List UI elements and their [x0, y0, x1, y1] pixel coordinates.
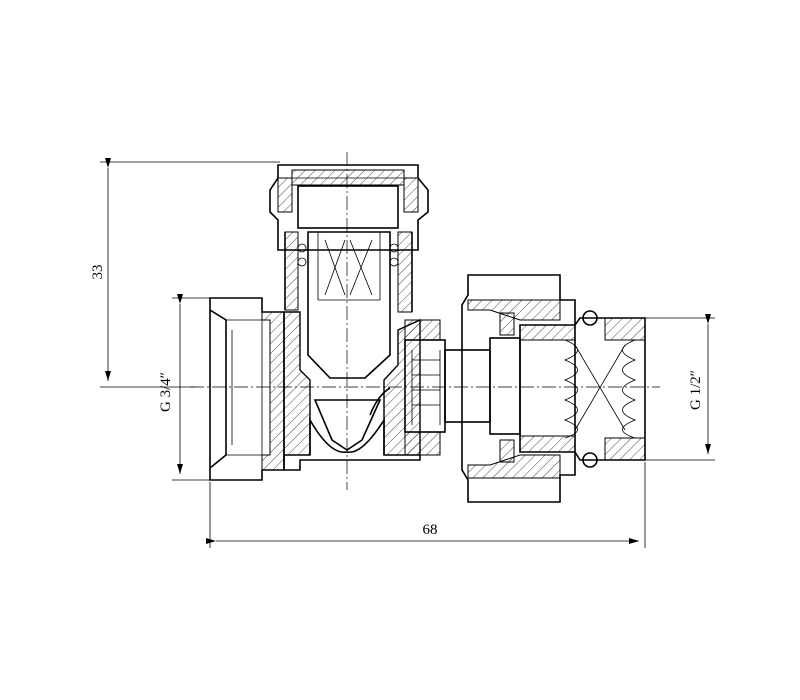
- union-nut: [461, 274, 576, 503]
- outlet-thread-dimension: G 1/2″: [645, 314, 715, 461]
- outlet-connector: [404, 319, 521, 456]
- outlet-thread-label: G 1/2″: [688, 370, 704, 410]
- height-dimension: 33: [90, 158, 280, 388]
- inlet-thread-label: G 3/4″: [158, 372, 174, 412]
- width-dimension: 68: [206, 462, 646, 548]
- inlet-thread-dimension: G 3/4″: [158, 294, 212, 481]
- valve-spindle: [297, 231, 399, 451]
- height-dimension-label: 33: [90, 265, 106, 280]
- valve-body: [283, 311, 421, 471]
- inlet-nut: [209, 297, 285, 481]
- bonnet-cap: [269, 164, 429, 313]
- width-dimension-label: 68: [423, 522, 438, 538]
- tailpiece: [519, 310, 646, 468]
